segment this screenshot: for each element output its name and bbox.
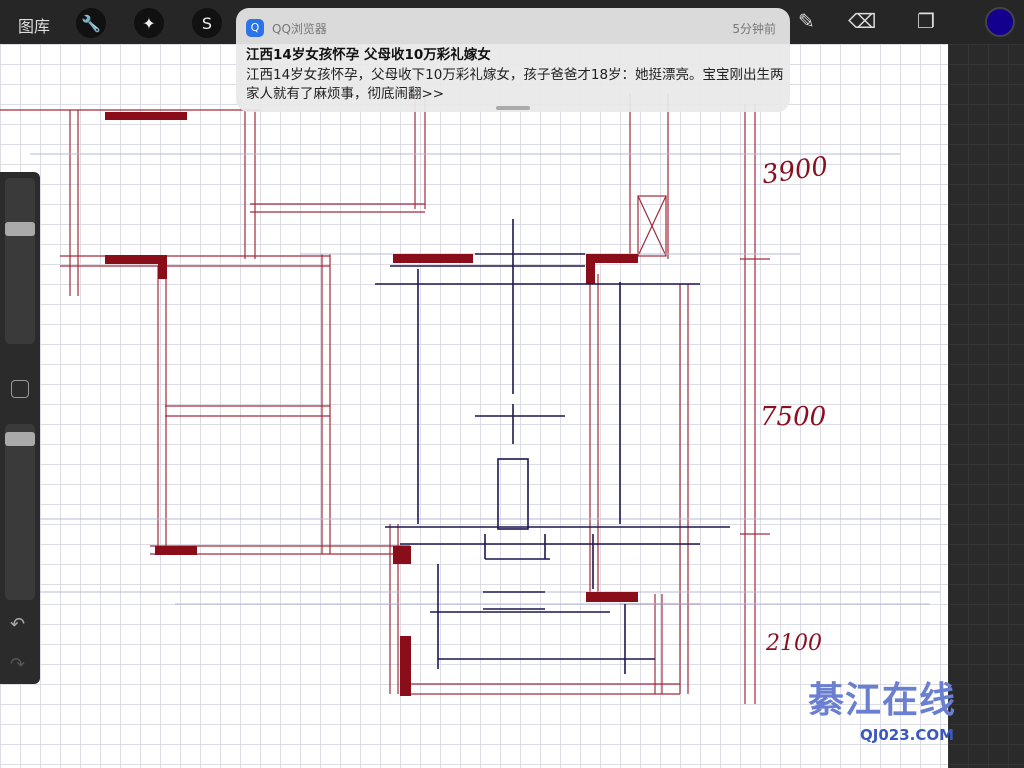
- undo-icon[interactable]: ↶: [10, 614, 26, 635]
- wrench-icon[interactable]: 🔧: [76, 8, 106, 38]
- drawing-canvas[interactable]: 3900 7500 2100: [0, 44, 948, 768]
- watermark-name: 綦江在线: [808, 680, 957, 721]
- notification-banner[interactable]: Q QQ浏览器 5分钟前 江西14岁女孩怀孕 父母收10万彩礼嫁女 江西14岁女…: [236, 8, 790, 112]
- magic-wand-icon[interactable]: ✦: [134, 8, 164, 38]
- modify-button[interactable]: [11, 380, 29, 398]
- qq-browser-icon: Q: [246, 19, 264, 37]
- brush-size-slider[interactable]: [5, 178, 35, 344]
- opacity-slider[interactable]: [5, 424, 35, 600]
- watermark-url: QJ023.COM: [860, 726, 955, 744]
- notification-app: QQ浏览器: [272, 22, 327, 36]
- sidebar: ↶ ↷: [0, 172, 40, 684]
- slider-knob[interactable]: [5, 222, 35, 236]
- dimension-label: 7500: [760, 402, 827, 432]
- layers-icon[interactable]: ❐: [917, 9, 935, 33]
- notification-title: 江西14岁女孩怀孕 父母收10万彩礼嫁女: [246, 47, 491, 63]
- notification-time: 5分钟前: [732, 22, 776, 36]
- notification-handle[interactable]: [496, 106, 530, 110]
- dimension-label: 2100: [766, 631, 822, 656]
- color-picker-button[interactable]: [985, 7, 1015, 37]
- slider-knob[interactable]: [5, 432, 35, 446]
- watermark: 綦江在线 QJ023.COM: [808, 680, 1018, 766]
- redo-icon[interactable]: ↷: [10, 654, 26, 675]
- canvas-outside-area: [948, 44, 1024, 768]
- smudge-icon[interactable]: ✎: [798, 9, 815, 33]
- gallery-button[interactable]: 图库: [18, 17, 51, 36]
- eraser-icon[interactable]: ⌫: [848, 9, 877, 33]
- floor-plan-sketch: [0, 94, 940, 704]
- selection-icon[interactable]: S: [192, 8, 222, 38]
- notification-body: 江西14岁女孩怀孕，父母收下10万彩礼嫁女，孩子爸爸才18岁：她挺漂亮。宝宝刚出…: [246, 67, 784, 102]
